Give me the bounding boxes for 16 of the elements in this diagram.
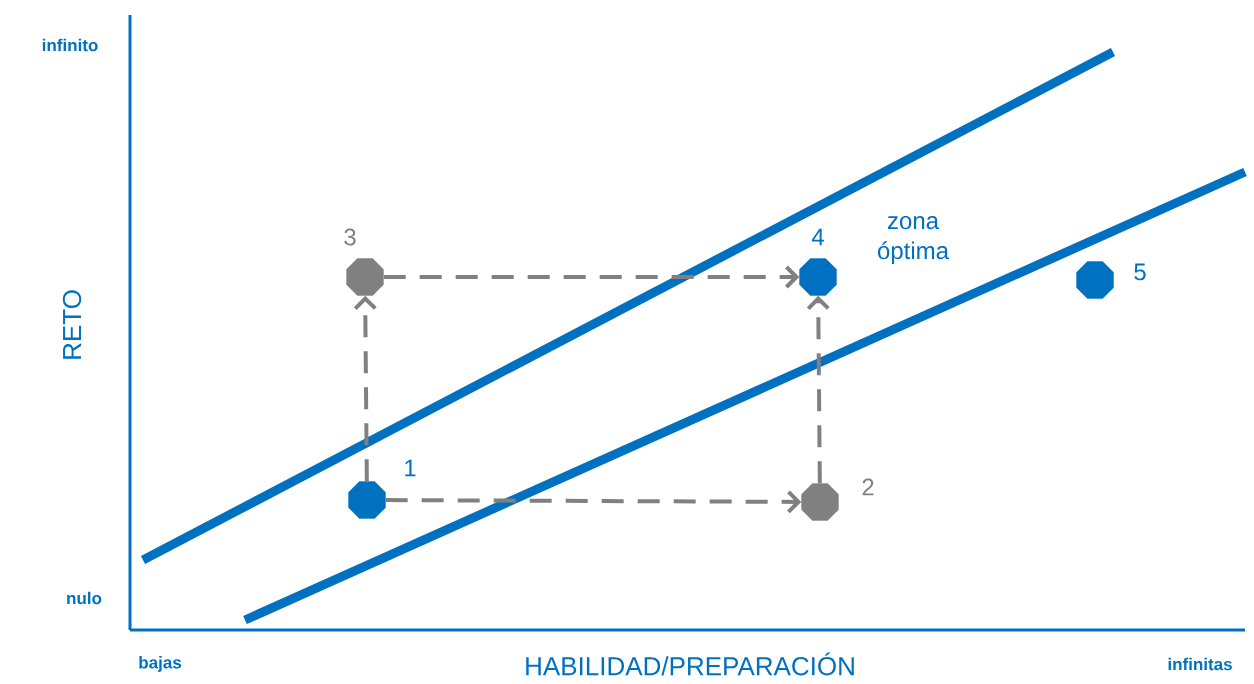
point-number: 2 [862, 478, 874, 496]
point-number: 4 [811, 228, 824, 246]
axis-label: RETO [62, 290, 82, 359]
point-number: 5 [1134, 263, 1146, 281]
axis-label: bajas [139, 656, 182, 672]
point-number: 3 [344, 228, 356, 246]
axis-label: infinitas [1168, 657, 1232, 671]
arrow [353, 295, 377, 482]
axis-label: HABILIDAD/PREPARACIÓN [526, 652, 854, 676]
axis-label: infinito [42, 38, 98, 52]
arrow [385, 490, 802, 514]
point-number: 1 [405, 459, 416, 477]
arrow [806, 295, 830, 484]
arrow [383, 265, 800, 289]
axis-label: nulo [67, 591, 102, 605]
axis-label: zona óptima [878, 216, 949, 264]
